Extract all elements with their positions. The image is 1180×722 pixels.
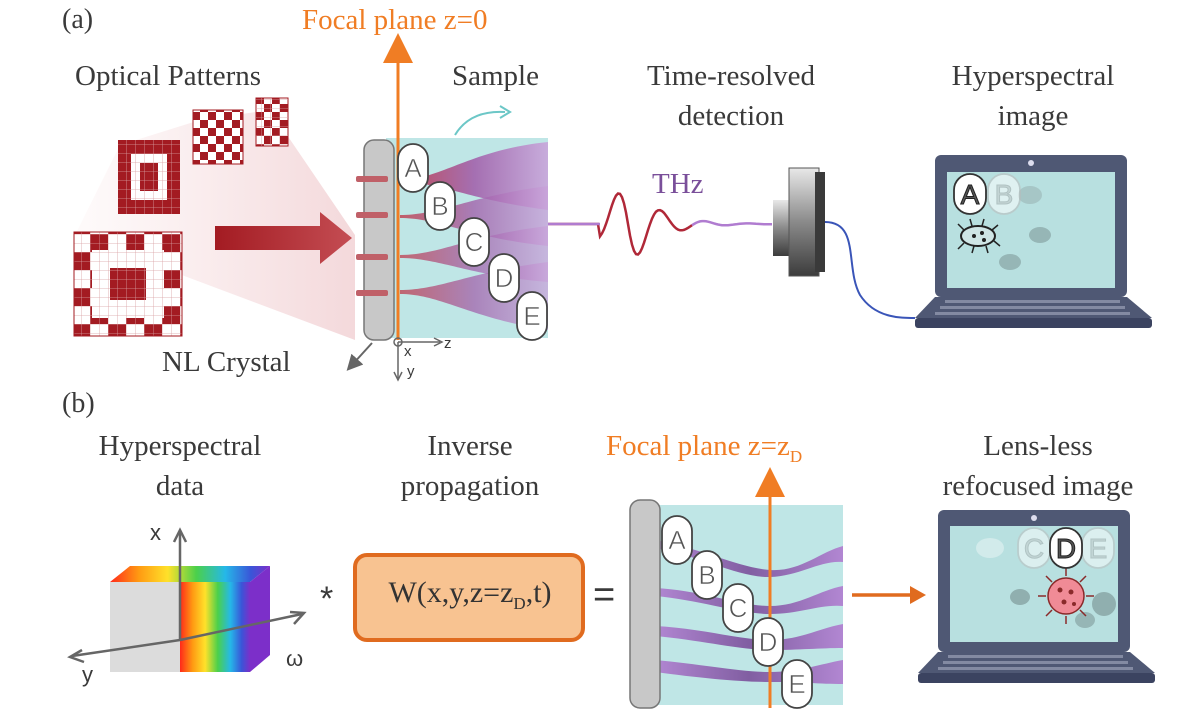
refocused-label-line1: Lens-less [983,430,1093,462]
layer-tag-b: B [424,181,456,231]
layer-tag-a: A [661,515,693,565]
optical-pattern-small [255,97,289,147]
laptop-a [915,155,1152,328]
illumination-arrow [215,212,352,264]
detection-label-line1: Time-resolved [646,60,816,92]
inverse-propagation-line1: Inverse [427,430,513,462]
inverse-propagation-line2: propagation [400,470,540,502]
screen-letter-b: B [987,173,1021,215]
thz-waveform-tail [691,219,772,227]
thz-label: THz [652,168,704,200]
thz-detector [773,167,825,277]
optical-patterns-label: Optical Patterns [75,60,262,92]
layer-tag-b: B [691,550,723,600]
refocused-label-line2: refocused image [942,470,1134,502]
sample-pointer [454,110,506,136]
screen-letters-b: C ED [1017,527,1115,569]
svg-text:D: D [495,263,514,293]
crystal-spots [356,176,388,296]
screen-letter-a: A [953,173,987,215]
focal-plane-a-label: Focal plane z=0 [302,4,488,36]
sample-label: Sample [452,60,539,92]
panel-a-label: (a) [62,4,94,35]
crystal-b [629,499,661,709]
crystal-pointer [346,342,373,371]
svg-text:A: A [404,153,422,183]
optical-pattern-medium [192,109,244,165]
optical-pattern-large [73,231,183,337]
axis-z-label: z [444,335,452,352]
hs-data-label-line2: data [155,470,205,502]
hyperspectral-cube [110,566,270,672]
cube-axes [67,527,307,664]
focal-plane-b-text: Focal plane z=z [606,430,790,462]
hs-data-label-line1: Hyperspectral [98,430,262,462]
svg-text:C: C [729,593,748,623]
formula-suffix: ,t) [525,576,552,609]
nl-crystal-label: NL Crystal [162,346,291,378]
nl-crystal [363,139,395,341]
svg-text:A: A [668,525,686,555]
svg-text:C: C [1024,533,1044,564]
detection-label-line2: detection [677,100,785,132]
layer-tag-a: A [397,143,429,193]
detector-cable [824,221,916,319]
layer-tag-e: E [781,659,813,709]
formula-subscript: D [513,594,526,613]
focal-plane-b-label: Focal plane z=zD [606,432,802,465]
layer-tag-e: E [516,291,548,341]
layer-tag-d: D [488,253,520,303]
svg-text:B: B [698,560,715,590]
panel-b-label: (b) [62,388,95,419]
svg-text:D: D [759,627,778,657]
svg-text:D: D [1056,533,1076,564]
screen-letter-c: C [1017,527,1051,569]
cube-axis-x-label: x [150,520,161,545]
svg-text:B: B [995,179,1014,210]
layer-tag-d: D [752,617,784,667]
screen-letter-e: E [1081,527,1115,569]
hyperspectral-image-label-line1: Hyperspectral [951,60,1115,92]
axis-x-label: x [404,343,412,360]
hyperspectral-image-label-line2: image [997,100,1069,132]
focal-plane-b-subscript: D [789,446,803,466]
cube-axis-omega-label: ω [286,646,304,671]
svg-text:A: A [961,179,980,210]
svg-text:E: E [523,301,540,331]
cube-axis-y-label: y [82,662,93,687]
svg-text:C: C [465,227,484,257]
formula-text: W(x,y,z=zD,t) [364,576,576,613]
screen-letter-d: D [1049,527,1083,569]
svg-text:E: E [788,669,805,699]
equals-symbol: = [593,574,616,616]
svg-text:E: E [1089,533,1108,564]
formula-box [353,553,585,642]
axis-y-label: y [407,363,415,380]
layer-tag-c: C [458,217,490,267]
axes-triad [393,337,444,382]
formula-prefix: W(x,y,z=z [388,576,514,609]
optical-pattern-ring [118,140,180,214]
layer-tag-c: C [722,583,754,633]
convolution-symbol: * [320,580,334,618]
svg-text:B: B [431,191,448,221]
